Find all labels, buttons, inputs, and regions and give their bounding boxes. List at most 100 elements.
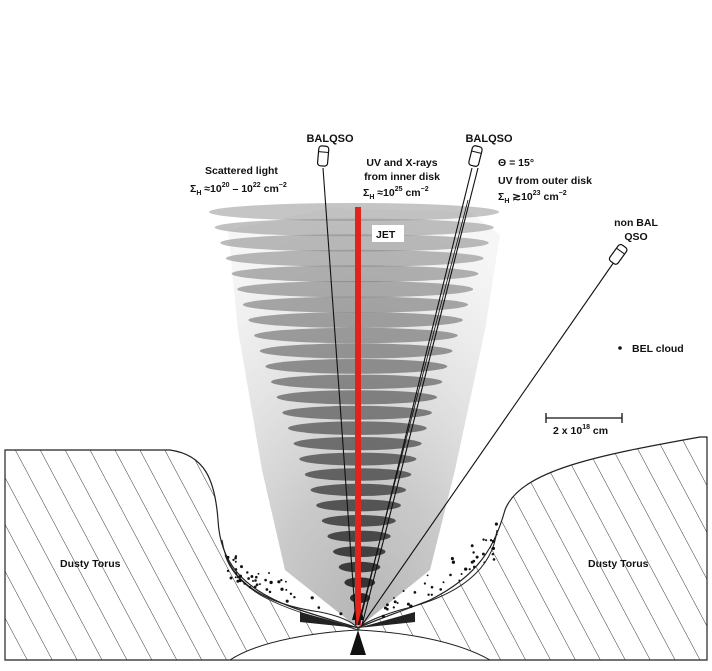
dust-dot — [494, 522, 498, 526]
dust-dot — [475, 555, 479, 559]
wind-band — [220, 234, 489, 252]
dust-dot — [264, 578, 267, 582]
dusty-torus-right-label: Dusty Torus — [588, 558, 649, 570]
dust-dot — [232, 558, 235, 562]
dust-dot — [483, 561, 486, 564]
balqso-right-label: BALQSO — [465, 133, 513, 145]
telescope-left-icon — [316, 145, 330, 167]
dust-dot — [285, 599, 289, 603]
dust-dot — [406, 602, 410, 606]
dust-dot — [255, 583, 259, 587]
uv-xray-density-label: ΣH ≈1025 cm−2 — [363, 186, 429, 201]
dust-dot — [491, 539, 495, 543]
core-wedge — [300, 612, 415, 628]
dust-dot — [285, 588, 288, 591]
dust-dot — [254, 579, 257, 582]
sightline-nonbal — [361, 261, 615, 626]
dust-dot — [234, 576, 237, 579]
scale-bar-label: 2 x 1018 cm — [553, 424, 608, 437]
dust-dot — [423, 582, 426, 585]
dust-dot — [442, 581, 445, 584]
dust-dots — [226, 522, 498, 618]
dust-dot — [485, 539, 488, 542]
dust-dot — [460, 573, 463, 575]
dust-dot — [265, 588, 269, 591]
dust-dot — [253, 585, 257, 589]
dust-dot — [449, 573, 452, 577]
nonbal-label-line1: non BAL — [614, 217, 658, 229]
wind-band — [214, 218, 494, 237]
wind-band — [225, 249, 484, 267]
dust-dot — [495, 533, 498, 536]
dust-dot — [491, 546, 496, 551]
dust-dot — [257, 572, 260, 575]
jet-beam — [355, 207, 361, 625]
dust-dot — [491, 552, 495, 556]
core-triangle-down — [350, 630, 366, 655]
dust-dot — [234, 560, 237, 563]
torus-inner-edge-right — [357, 529, 498, 629]
dust-dot — [430, 593, 433, 596]
bel-cloud-label: BEL cloud — [632, 343, 684, 355]
dust-dot — [381, 614, 385, 618]
dust-dot — [246, 571, 249, 574]
dust-dot — [268, 572, 270, 574]
bel-cloud-dot — [618, 346, 622, 350]
scattered-density-label: ΣH ≈1020 – 1022 cm−2 — [190, 182, 287, 197]
sight-lines — [322, 167, 615, 626]
dust-dot — [269, 580, 273, 585]
dust-dot — [492, 558, 496, 561]
dust-dot — [248, 586, 252, 589]
theta-label: Θ = 15° — [498, 157, 534, 169]
torus-inner-edge-left — [221, 539, 359, 629]
wind-band — [231, 265, 479, 283]
dust-dot — [258, 583, 261, 586]
scale-bar — [545, 413, 623, 423]
dust-dot — [247, 577, 250, 580]
dust-dot — [280, 587, 284, 591]
dust-dot — [468, 568, 471, 571]
sightline-balqso-right-b — [361, 167, 479, 626]
wind-cone — [209, 203, 500, 628]
dust-dot — [393, 597, 395, 599]
dust-dot — [470, 544, 474, 548]
jet-label: JET — [376, 229, 396, 241]
dust-dot — [254, 575, 258, 579]
nonbal-label-line2: QSO — [624, 231, 647, 243]
dusty-torus-left — [4, 449, 359, 661]
dust-dot — [472, 565, 476, 569]
outer-density-label: ΣH ≳1023 cm−2 — [498, 190, 567, 205]
dust-dot — [268, 590, 272, 594]
dust-dot — [482, 538, 485, 541]
dust-dot — [385, 603, 389, 607]
dust-dot — [285, 580, 287, 583]
dust-dot — [238, 574, 243, 578]
balqso-left-label: BALQSO — [306, 133, 354, 145]
dust-dot — [236, 579, 240, 583]
dust-dot — [317, 606, 321, 609]
uv-xray-label-line2: from inner disk — [364, 171, 440, 183]
dust-dot — [226, 569, 230, 573]
dust-dot — [489, 539, 493, 542]
dust-dot — [293, 595, 296, 599]
dust-dot — [239, 565, 244, 569]
dusty-torus-left-label: Dusty Torus — [60, 558, 121, 570]
dust-dot — [339, 612, 343, 616]
telescope-nonbal-icon — [608, 243, 628, 265]
dust-dot — [430, 585, 434, 589]
scattered-light-label: Scattered light — [205, 165, 278, 177]
dust-dot — [481, 552, 485, 556]
telescope-right-icon — [468, 145, 483, 167]
dust-dot — [402, 590, 405, 592]
dust-dot — [472, 551, 475, 554]
dust-dot — [464, 567, 468, 571]
dust-dot — [235, 572, 238, 575]
dust-dot — [237, 576, 240, 579]
wind-band — [209, 203, 499, 221]
dust-dot — [277, 580, 281, 584]
dust-dot — [289, 592, 293, 596]
dust-dot — [439, 588, 443, 591]
dust-dot — [451, 560, 456, 564]
dust-dot — [393, 600, 397, 604]
